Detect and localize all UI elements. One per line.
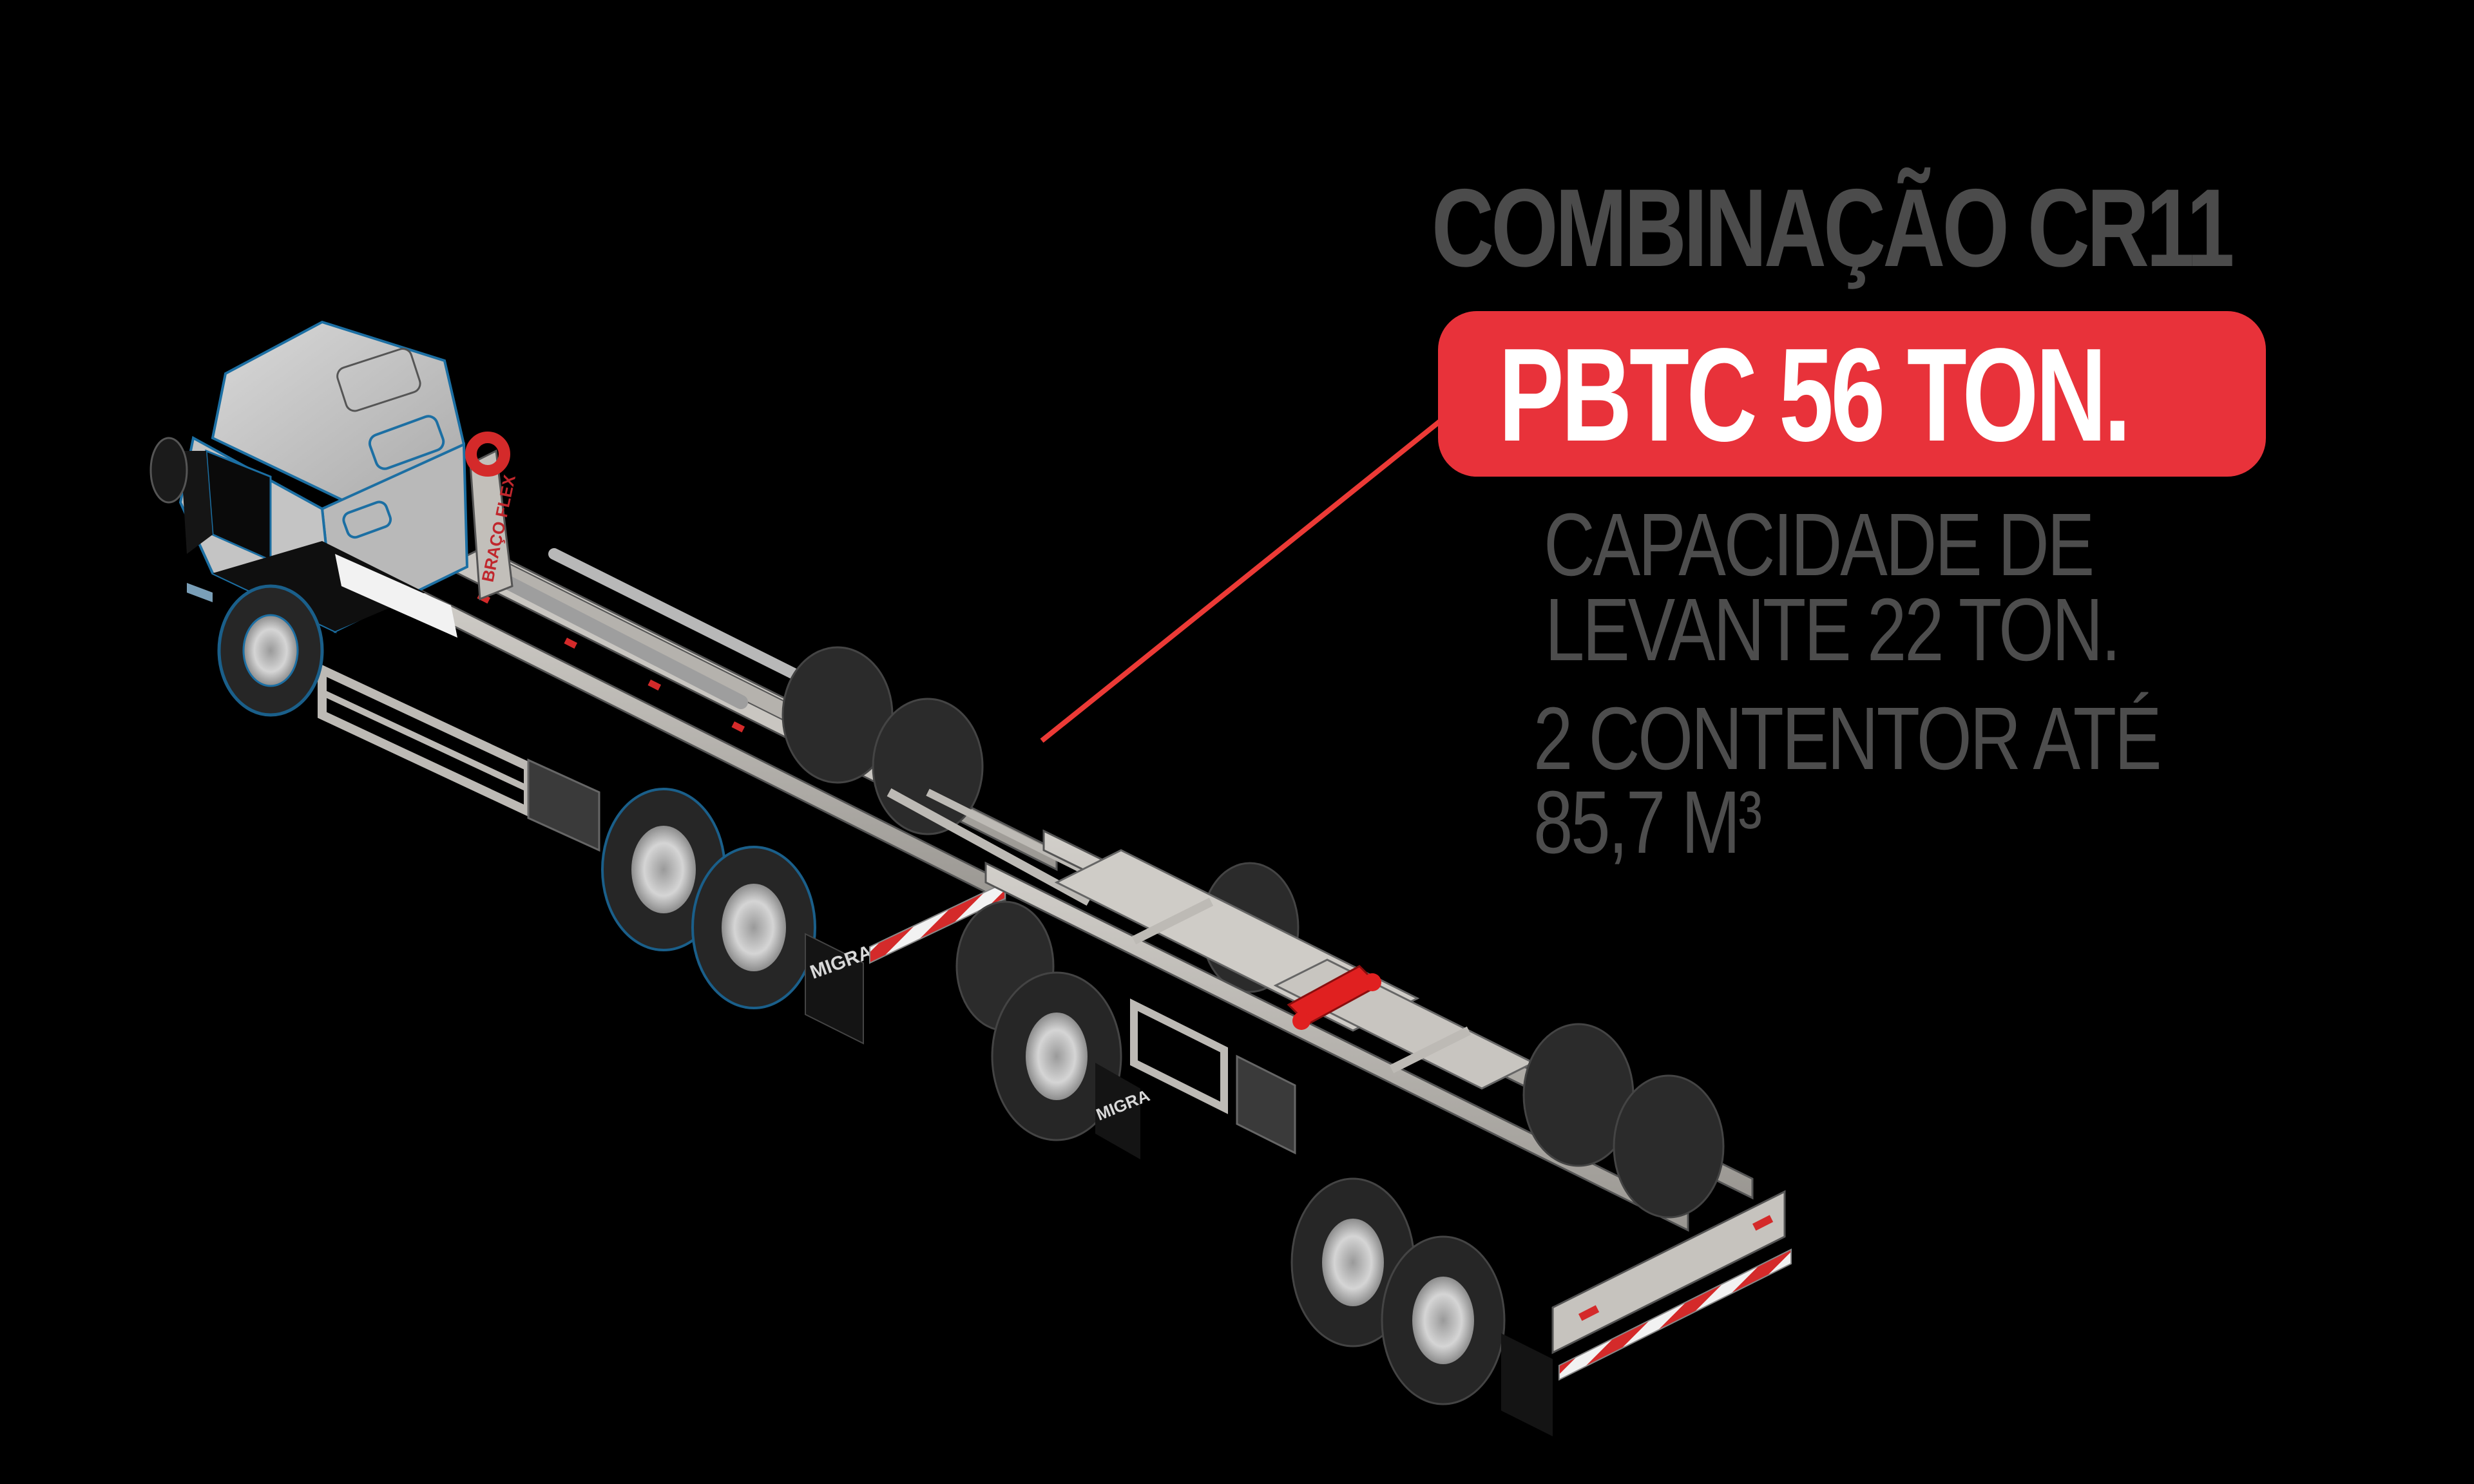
container-capacity-line-2: 85,7 M³ (1533, 773, 1762, 872)
pbtc-badge (1438, 311, 2266, 477)
lift-capacity-line-2: LEVANTE 22 TON. (1545, 580, 2121, 680)
truck-cab (149, 320, 469, 717)
lift-capacity-line-1: CAPACIDADE DE (1544, 495, 2095, 595)
callout-leader-line (1040, 416, 1445, 743)
container-capacity-line-1: 2 CONTENTOR ATÉ (1533, 689, 2162, 788)
truck-rear-wheels: MIGRA (601, 646, 1006, 1045)
truck-frame (318, 546, 1058, 904)
trailer: MIGRA (955, 829, 1792, 1436)
hook-arm: BRAÇO FLEX (465, 432, 519, 601)
pbtc-badge-label: PBTC 56 TON. (1499, 321, 2131, 469)
combination-title: COMBINAÇÃO CR11 (1432, 166, 2234, 290)
